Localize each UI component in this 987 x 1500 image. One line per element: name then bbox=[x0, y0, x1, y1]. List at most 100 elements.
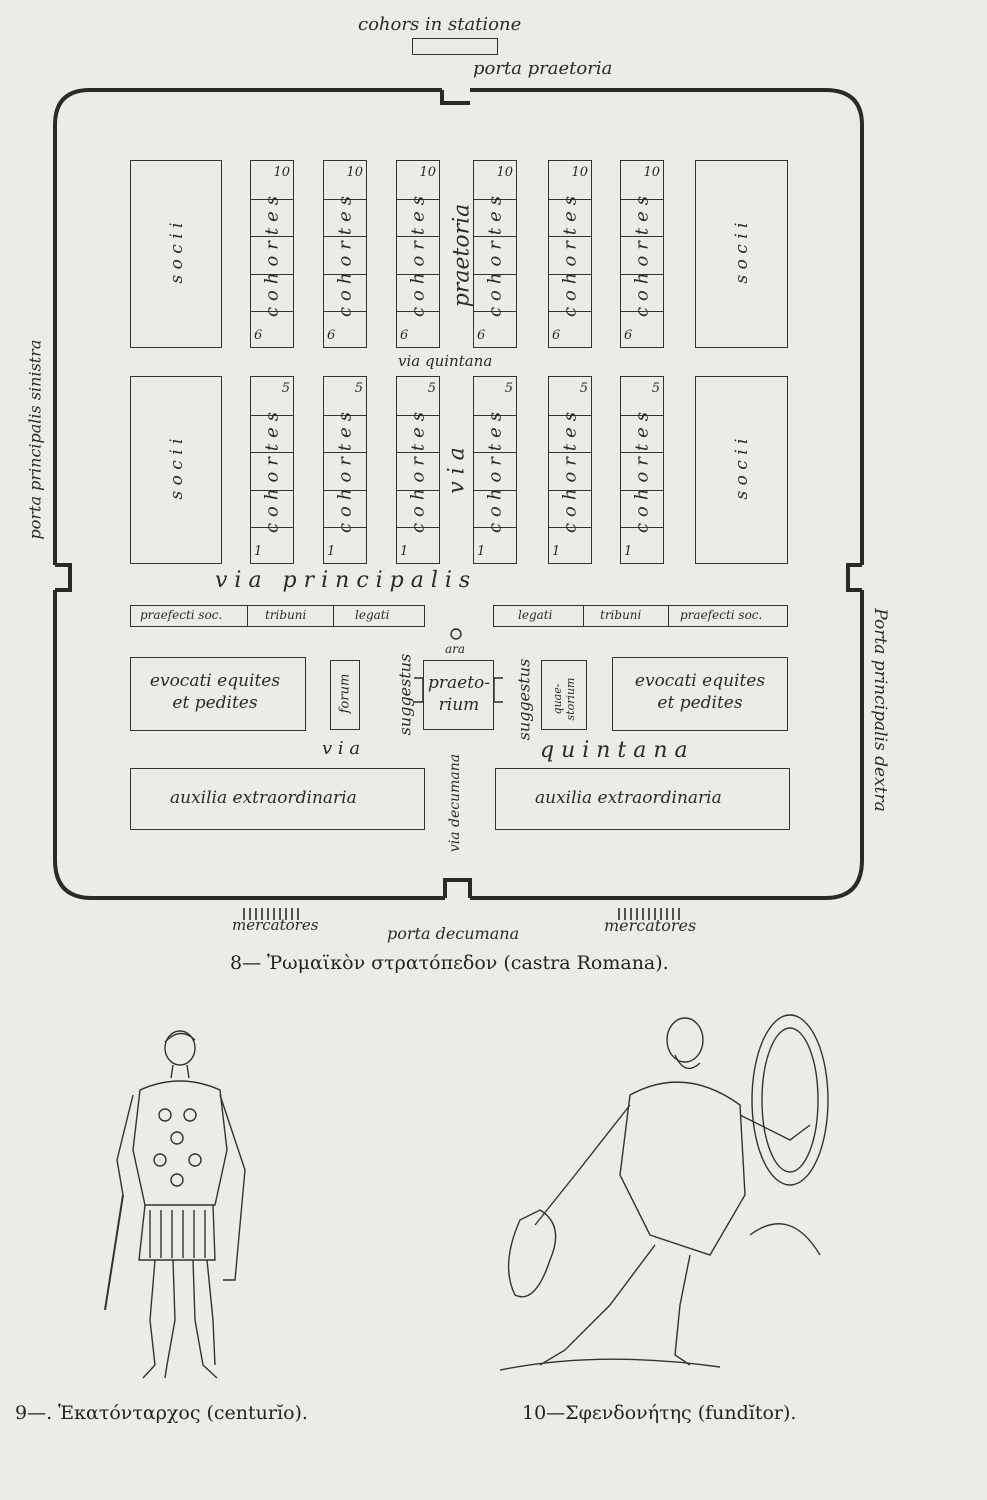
cohort-cell-divider bbox=[251, 489, 293, 491]
cohort-number-high: 10 bbox=[571, 165, 588, 180]
centurion-illustration bbox=[104, 1030, 246, 1379]
cohort-column: cohortes 10 6 bbox=[396, 160, 440, 348]
cohort-cell-divider bbox=[549, 527, 591, 529]
cohort-number-high: 10 bbox=[496, 165, 513, 180]
cohort-cell-divider bbox=[549, 414, 591, 416]
cohort-number-high: 5 bbox=[504, 381, 513, 396]
cohort-number-high: 10 bbox=[419, 165, 436, 180]
cohort-cell-divider bbox=[397, 236, 439, 238]
cohort-cell-divider bbox=[397, 527, 439, 529]
cohort-cell-divider bbox=[621, 236, 663, 238]
cohort-cell-divider bbox=[549, 236, 591, 238]
cohortes-label: cohortes bbox=[407, 405, 429, 534]
cohort-cell-divider bbox=[474, 414, 516, 416]
officers-right bbox=[493, 605, 788, 627]
cohortes-label: cohortes bbox=[559, 405, 581, 534]
cohort-number-low: 1 bbox=[327, 544, 336, 559]
cohort-cell-divider bbox=[324, 489, 366, 491]
cohort-number-low: 6 bbox=[400, 328, 409, 343]
officers-divider bbox=[247, 605, 248, 627]
fig9-caption: 9—. Ἑκατόνταρχος (centurĭo). bbox=[15, 1402, 308, 1424]
cohort-cell-divider bbox=[251, 198, 293, 200]
cohort-cell-divider bbox=[621, 414, 663, 416]
cohort-column: cohortes 5 1 bbox=[250, 376, 294, 564]
via-quintana-lower-right: q u i n t a n a bbox=[540, 738, 688, 763]
cohort-cell-divider bbox=[549, 311, 591, 313]
cohortes-label: cohortes bbox=[261, 189, 283, 318]
socii-block: s o c i i bbox=[695, 376, 788, 564]
fig8-caption: 8— Ῥωμαϊκὸν στρατόπεδον (castra Romana). bbox=[230, 952, 669, 974]
cohortes-label: cohortes bbox=[261, 405, 283, 534]
socii-block: s o c i i bbox=[695, 160, 788, 348]
cohort-cell-divider bbox=[621, 527, 663, 529]
cohort-cell-divider bbox=[621, 311, 663, 313]
cohort-cell-divider bbox=[397, 311, 439, 313]
cohort-number-high: 10 bbox=[346, 165, 363, 180]
cohort-cell-divider bbox=[621, 489, 663, 491]
cohort-cell-divider bbox=[324, 273, 366, 275]
cohort-cell-divider bbox=[324, 236, 366, 238]
cohort-number-low: 6 bbox=[552, 328, 561, 343]
cohort-cell-divider bbox=[474, 198, 516, 200]
evocati-right-label: evocati equites et pedites bbox=[634, 671, 766, 713]
cohort-number-high: 5 bbox=[281, 381, 290, 396]
fig10-caption: 10—Σφενδονήτης (fundĭtor). bbox=[522, 1402, 797, 1424]
legati-right: legati bbox=[518, 608, 553, 622]
tribuni-left: tribuni bbox=[265, 608, 307, 622]
officers-divider bbox=[333, 605, 334, 627]
cohort-cell-divider bbox=[474, 452, 516, 454]
cohort-cell-divider bbox=[474, 527, 516, 529]
porta-praetoria-label: porta praetoria bbox=[473, 58, 613, 79]
cohortes-label: cohortes bbox=[631, 405, 653, 534]
mercatores-right: mercatores bbox=[604, 916, 697, 935]
via-quintana-label: via quintana bbox=[398, 352, 493, 370]
officers-divider bbox=[583, 605, 584, 627]
via-praetoria-label: praetoria bbox=[449, 203, 475, 308]
cohortes-label: cohortes bbox=[334, 189, 356, 318]
via-principalis-label: v i a p r i n c i p a l i s bbox=[215, 568, 471, 593]
cohort-cell-divider bbox=[397, 489, 439, 491]
auxilia-left bbox=[130, 768, 425, 830]
cohort-cell-divider bbox=[621, 273, 663, 275]
cohort-number-high: 5 bbox=[354, 381, 363, 396]
cohort-number-low: 6 bbox=[477, 328, 486, 343]
praefecti-soc-left: praefecti soc. bbox=[140, 608, 223, 622]
legati-left: legati bbox=[355, 608, 390, 622]
cohort-number-high: 5 bbox=[651, 381, 660, 396]
suggestus-left: suggestus bbox=[395, 653, 415, 736]
cohort-number-low: 1 bbox=[624, 544, 633, 559]
forum-label: forum bbox=[337, 673, 353, 714]
cohortes-label: cohortes bbox=[559, 189, 581, 318]
cohort-cell-divider bbox=[397, 273, 439, 275]
cohort-cell-divider bbox=[397, 198, 439, 200]
forum-box bbox=[330, 660, 360, 730]
cohort-number-high: 10 bbox=[643, 165, 660, 180]
cohort-cell-divider bbox=[549, 452, 591, 454]
praetorium-box bbox=[423, 660, 494, 730]
cohort-number-low: 1 bbox=[254, 544, 263, 559]
cohort-number-high: 5 bbox=[579, 381, 588, 396]
cohortes-label: cohortes bbox=[334, 405, 356, 534]
ara-label: ara bbox=[445, 642, 466, 656]
auxilia-right-label: auxilia extraordinaria bbox=[535, 788, 722, 808]
cohort-cell-divider bbox=[324, 311, 366, 313]
cohort-cell-divider bbox=[397, 414, 439, 416]
cohort-number-low: 1 bbox=[400, 544, 409, 559]
cohort-cell-divider bbox=[251, 311, 293, 313]
cohortes-label: cohortes bbox=[631, 189, 653, 318]
quaestorium-box bbox=[541, 660, 587, 730]
officers-divider bbox=[668, 605, 669, 627]
cohortes-label: cohortes bbox=[407, 189, 429, 318]
cohortes-label: cohortes bbox=[484, 189, 506, 318]
cohort-column: cohortes 10 6 bbox=[548, 160, 592, 348]
cohort-cell-divider bbox=[474, 311, 516, 313]
cohortes-label: cohortes bbox=[484, 405, 506, 534]
cohort-cell-divider bbox=[251, 527, 293, 529]
officers-left bbox=[130, 605, 425, 627]
cohort-cell-divider bbox=[251, 452, 293, 454]
funditor-illustration bbox=[499, 1014, 829, 1371]
